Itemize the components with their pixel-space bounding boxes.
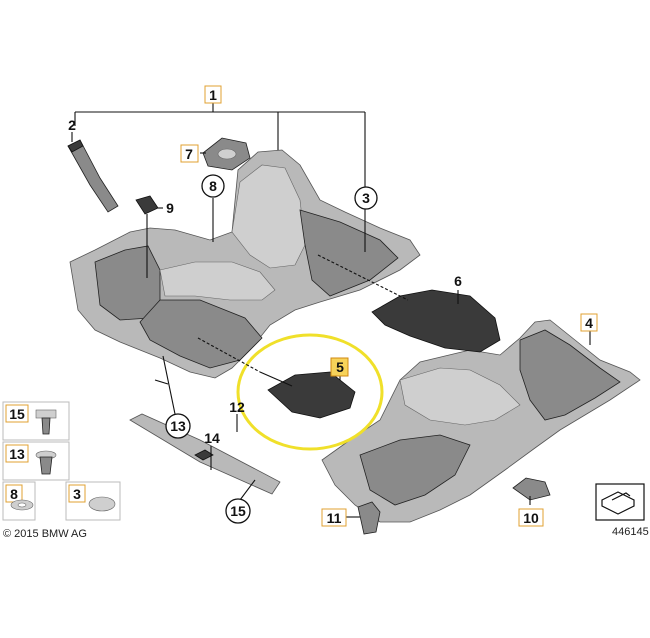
callout-14: 14 bbox=[204, 430, 220, 446]
fastener-legend: 15 13 8 3 bbox=[2, 401, 121, 521]
callout-4: 4 bbox=[580, 313, 598, 332]
callout-11: 11 bbox=[321, 508, 347, 527]
svg-text:6: 6 bbox=[454, 273, 462, 289]
part-6-mat bbox=[371, 289, 501, 353]
svg-text:13: 13 bbox=[9, 446, 25, 462]
part-11-clip bbox=[357, 501, 381, 535]
svg-text:3: 3 bbox=[362, 190, 370, 206]
expansion-rivet-icon bbox=[35, 450, 57, 475]
highlight-ellipse bbox=[236, 333, 384, 451]
svg-text:5: 5 bbox=[336, 359, 344, 375]
svg-text:12: 12 bbox=[229, 399, 245, 415]
part-5-mat bbox=[267, 371, 356, 419]
part-7-plate bbox=[202, 137, 251, 171]
svg-text:11: 11 bbox=[327, 510, 342, 526]
orientation-icon bbox=[595, 483, 645, 521]
callout-8: 8 bbox=[201, 174, 225, 198]
svg-text:15: 15 bbox=[9, 406, 25, 422]
callout-3: 3 bbox=[354, 186, 378, 210]
callout-7: 7 bbox=[180, 144, 199, 163]
image-number: 446145 bbox=[612, 526, 649, 538]
svg-text:13: 13 bbox=[170, 418, 186, 434]
callout-6: 6 bbox=[454, 273, 462, 289]
part-12-14-sill-strip bbox=[129, 379, 281, 495]
callout-10: 10 bbox=[518, 508, 544, 527]
callout-9: 9 bbox=[166, 200, 174, 216]
front-floor-carpet bbox=[69, 149, 421, 379]
part-2-strip bbox=[67, 139, 119, 213]
push-clip-icon bbox=[35, 409, 57, 435]
callout-12: 12 bbox=[229, 399, 245, 415]
svg-text:15: 15 bbox=[230, 503, 246, 519]
svg-text:10: 10 bbox=[523, 510, 539, 526]
svg-text:8: 8 bbox=[10, 486, 18, 502]
part-10-cap bbox=[512, 477, 551, 501]
part-9-clip bbox=[135, 195, 159, 215]
cap-disc-icon bbox=[88, 496, 116, 512]
callout-13: 13 bbox=[165, 413, 191, 439]
copyright-text: © 2015 BMW AG bbox=[3, 528, 87, 540]
svg-text:3: 3 bbox=[73, 486, 81, 502]
callout-15: 15 bbox=[225, 498, 251, 524]
leader-lines bbox=[71, 102, 591, 518]
svg-text:4: 4 bbox=[585, 315, 593, 331]
svg-text:14: 14 bbox=[204, 430, 220, 446]
svg-text:2: 2 bbox=[68, 117, 76, 133]
washer-icon bbox=[10, 499, 34, 511]
callout-5: 5 bbox=[330, 357, 349, 377]
svg-text:1: 1 bbox=[209, 87, 217, 103]
svg-text:7: 7 bbox=[185, 146, 193, 162]
svg-text:8: 8 bbox=[209, 178, 217, 194]
svg-text:9: 9 bbox=[166, 200, 174, 216]
callout-2: 2 bbox=[68, 117, 76, 133]
rear-floor-carpet bbox=[321, 319, 641, 523]
callout-1: 1 bbox=[204, 85, 222, 104]
